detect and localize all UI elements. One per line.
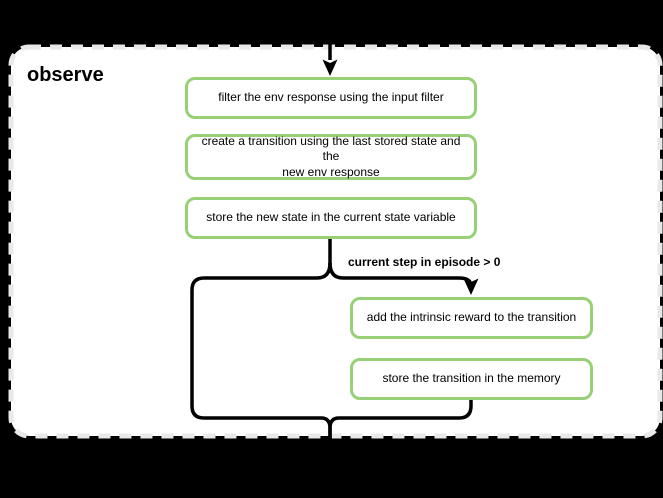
node-create-transition: create a transition using the last store… — [185, 134, 477, 180]
node-label-line: create a transition using the last store… — [201, 133, 461, 164]
node-store-transition-memory: store the transition in the memory — [350, 358, 593, 400]
connector-memory-to-exit — [328, 400, 473, 456]
branch-arrowhead-icon — [463, 278, 479, 295]
node-label: store the new state in the current state… — [206, 210, 456, 225]
node-label-line: new env response — [282, 164, 380, 179]
connector-branch-left-skip — [190, 262, 332, 456]
condition-label: current step in episode > 0 — [348, 255, 501, 269]
node-label: add the intrinsic reward to the transiti… — [366, 310, 577, 325]
entry-arrowhead-icon — [322, 59, 338, 76]
node-filter-env-response: filter the env response using the input … — [185, 77, 477, 119]
node-label: filter the env response using the input … — [218, 90, 444, 105]
node-label: store the transition in the memory — [382, 371, 561, 386]
node-store-new-state: store the new state in the current state… — [185, 197, 477, 239]
node-add-intrinsic-reward: add the intrinsic reward to the transiti… — [350, 297, 593, 339]
group-title: observe — [27, 64, 104, 86]
